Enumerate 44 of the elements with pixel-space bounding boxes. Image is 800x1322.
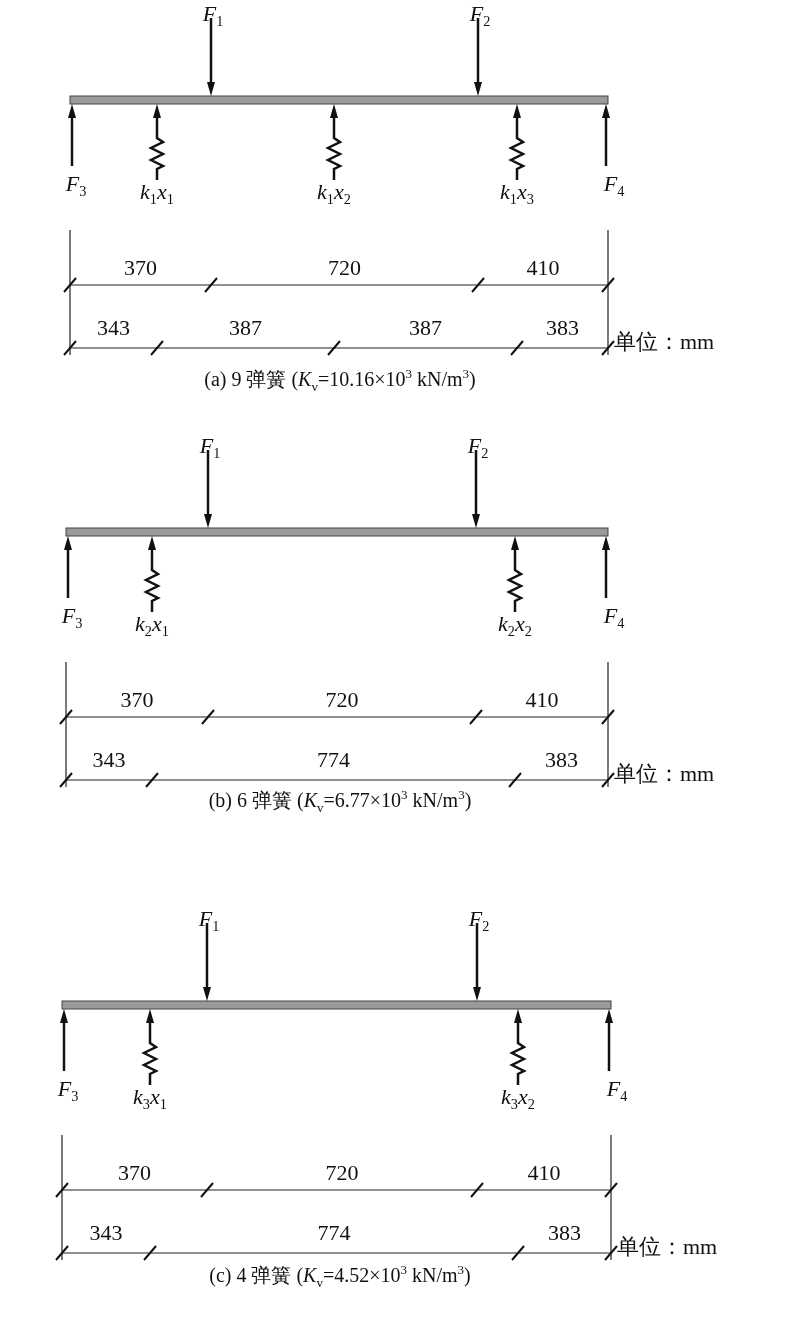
figure-caption: (b) 6 弹簧 (K$_{v}$=6.77×10$^{3}$ kN/m$^{3}$)	[208, 788, 472, 815]
diagram-label: 383	[546, 316, 579, 341]
diagram-label: 410	[526, 256, 560, 281]
diagram-label: 单位：mm	[617, 1235, 718, 1260]
diagram-label: F$_{2}$	[468, 907, 490, 936]
diagram-label: F$_{1}$	[198, 907, 220, 936]
diagram-label: F$_{1}$	[202, 2, 224, 31]
diagram-label: F$_{4}$	[603, 172, 625, 201]
diagram-label: 370	[118, 1161, 151, 1186]
diagram-label: 343	[89, 1221, 123, 1246]
figure-caption: (c) 4 弹簧 (K$_{v}$=4.52×10$^{3}$ kN/m$^{3}$)	[209, 1263, 471, 1290]
diagram-label: k$_{2}$x$_{2}$	[498, 612, 532, 641]
diagram-label: F$_{3}$	[57, 1077, 79, 1106]
diagram-label: 单位：mm	[614, 330, 715, 355]
diagram-label: F$_{3}$	[61, 604, 83, 633]
diagram-label: 383	[545, 748, 578, 773]
diagram-label: k$_{2}$x$_{1}$	[135, 612, 169, 641]
diagram-label: k$_{1}$x$_{1}$	[140, 180, 174, 209]
diagram-label: F$_{2}$	[469, 2, 491, 31]
diagram-label: k$_{3}$x$_{1}$	[133, 1085, 167, 1114]
diagram-label: 370	[124, 256, 157, 281]
diagram-label: 410	[527, 1161, 561, 1186]
diagram-label: F$_{4}$	[606, 1077, 628, 1106]
diagram-label: 720	[325, 688, 359, 713]
diagram-label: 383	[548, 1221, 581, 1246]
diagram-label: 370	[120, 688, 154, 713]
diagram-label: 343	[92, 748, 126, 773]
diagram-label: 343	[97, 316, 130, 341]
diagram-label: k$_{1}$x$_{3}$	[500, 180, 534, 209]
diagram-label: 720	[325, 1161, 359, 1186]
diagram-label: F$_{4}$	[603, 604, 625, 633]
figure-caption: (a) 9 弹簧 (K$_{v}$=10.16×10$^{3}$ kN/m$^{3}$)	[204, 367, 476, 394]
diagram-label: F$_{2}$	[467, 434, 489, 463]
diagram-label: k$_{3}$x$_{2}$	[501, 1085, 535, 1114]
diagram-label: 774	[317, 1221, 351, 1246]
diagram-label: 720	[328, 256, 361, 281]
diagram-label: 774	[317, 748, 350, 773]
diagram-label: k$_{1}$x$_{2}$	[317, 180, 351, 209]
diagram-label: 单位：mm	[614, 762, 715, 787]
diagram-label: 387	[409, 316, 442, 341]
diagram-label: 410	[525, 688, 559, 713]
diagram-label: F$_{1}$	[199, 434, 221, 463]
diagram-label: 387	[229, 316, 262, 341]
diagram-label: F$_{3}$	[65, 172, 87, 201]
